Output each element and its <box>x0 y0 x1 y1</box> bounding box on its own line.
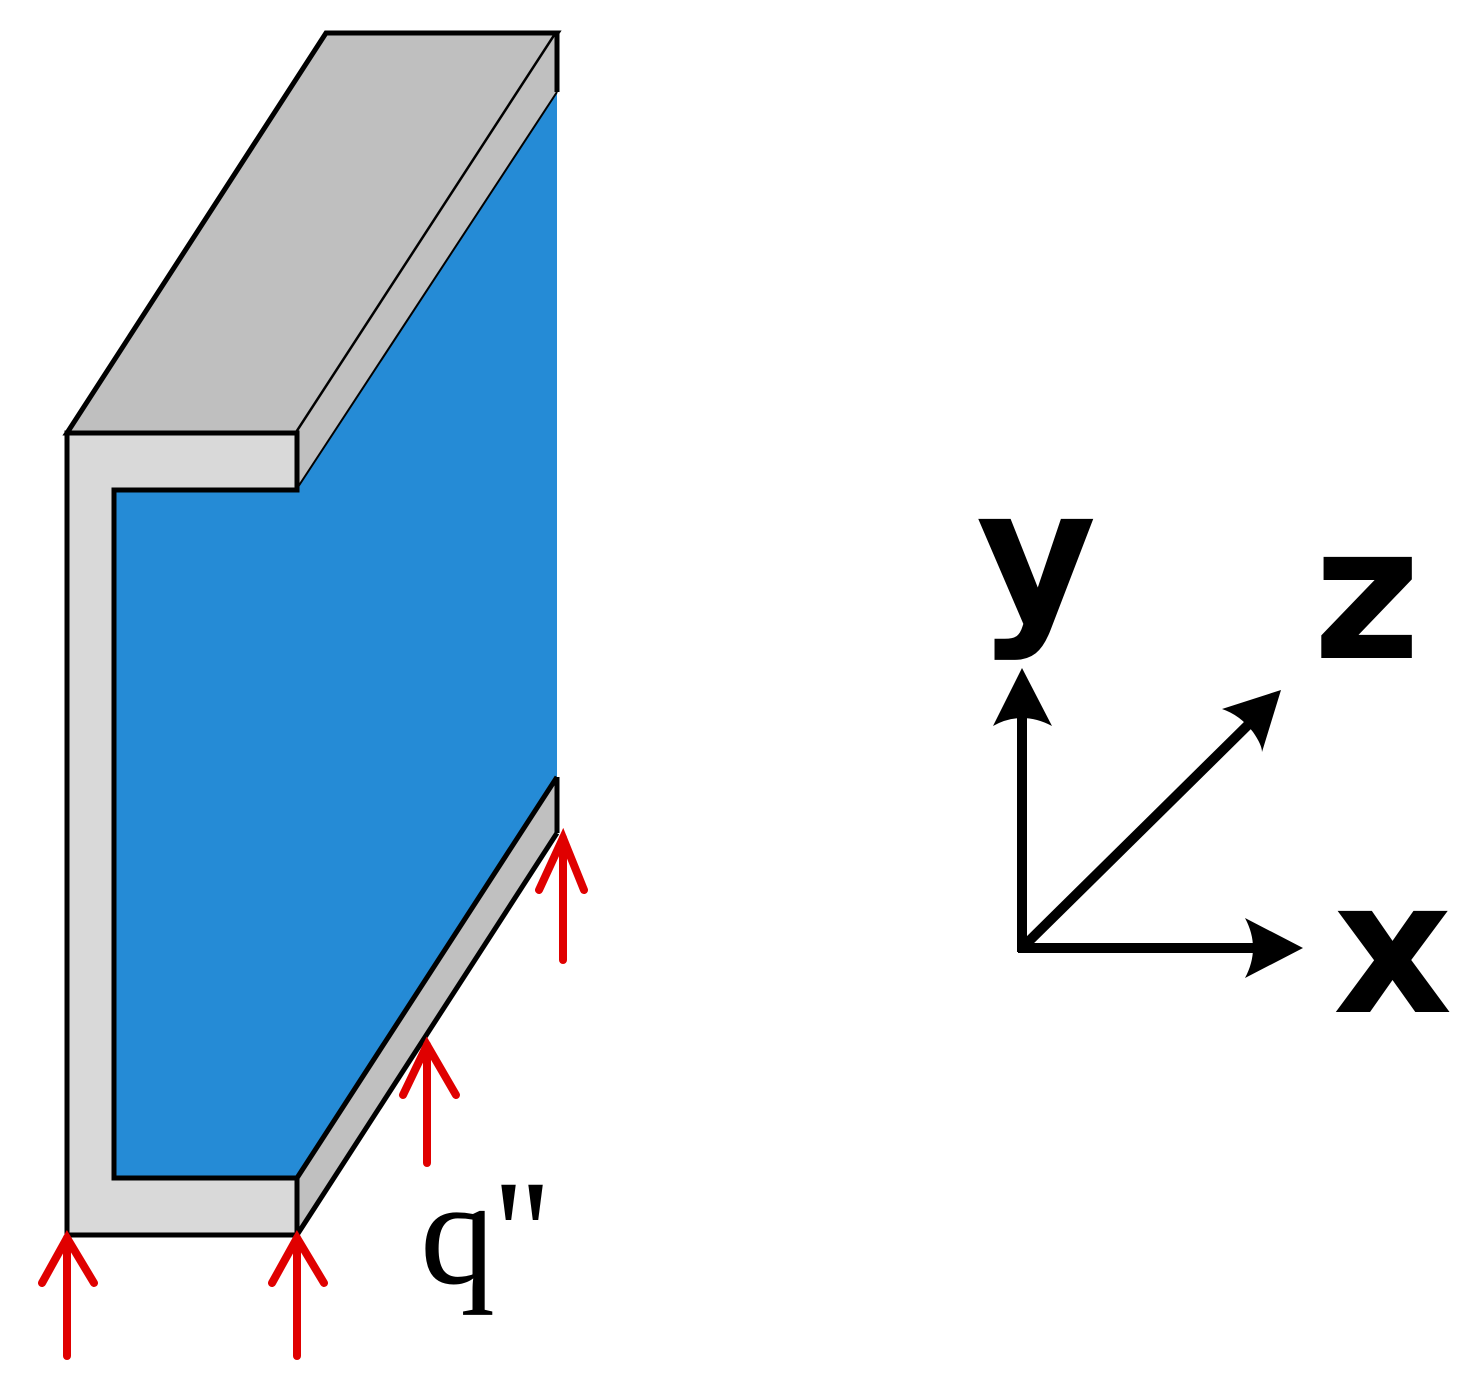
z-axis-line <box>1018 719 1254 952</box>
heat-flux-arrow-2 <box>268 1230 328 1360</box>
y-axis-arrowhead-icon <box>993 668 1052 726</box>
heat-flux-arrow-4 <box>535 827 588 964</box>
bottom-wall-inner-edge <box>294 775 560 1180</box>
coordinate-axes: y z x <box>976 448 1452 1056</box>
top-wall-side-face <box>296 33 557 490</box>
fluid-region <box>114 92 557 1178</box>
y-axis-label: y <box>976 448 1097 664</box>
heat-flux-label: q'' <box>420 1150 549 1316</box>
top-wall-inner-edge <box>295 91 558 491</box>
x-axis-label: x <box>1333 840 1452 1056</box>
heat-flux-arrows <box>38 827 588 1360</box>
x-axis-arrowhead-icon <box>1245 918 1303 978</box>
bottom-wall-side-face <box>297 777 557 1235</box>
z-axis-label: z <box>1313 486 1421 702</box>
heat-flux-arrow-3 <box>399 1036 460 1167</box>
z-axis-arrowhead-icon <box>1222 690 1281 752</box>
heat-flux-arrow-1 <box>38 1230 98 1360</box>
bottom-wall-outer-edge <box>294 831 560 1237</box>
channel-front-face <box>64 430 300 1238</box>
